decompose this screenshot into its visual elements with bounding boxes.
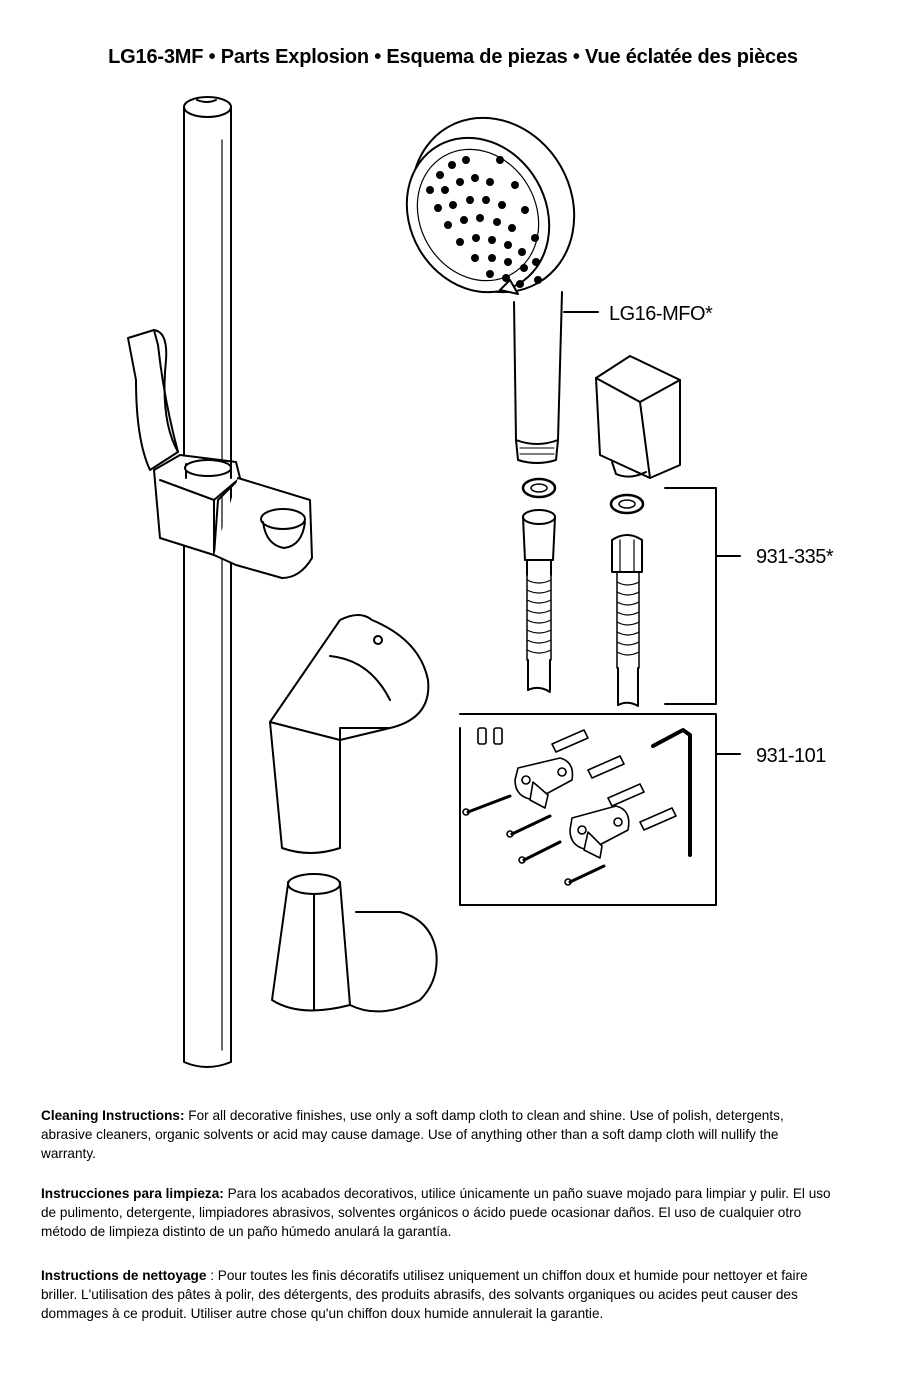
hose-right-end [611, 534, 643, 707]
wall-outlet-elbow [595, 355, 681, 479]
label-handshower: LG16-MFO* [609, 303, 713, 325]
cleaning-body-spanish: Para los acabados decorativos, utilice ú… [41, 1186, 831, 1240]
lower-wall-bracket [271, 873, 438, 1013]
upper-wall-bracket [269, 614, 430, 854]
slider-holder [127, 329, 313, 579]
cleaning-body-french: : Pour toutes les finis décoratifs utili… [41, 1268, 808, 1322]
hose-left-end [522, 509, 556, 693]
washer-right [609, 493, 645, 515]
slide-bar [183, 96, 232, 1068]
mounting-kit-bracket [459, 713, 717, 906]
mounting-kit-parts [462, 727, 692, 886]
cleaning-instructions-spanish: Instrucciones para limpieza: Para los ac… [41, 1184, 831, 1242]
cleaning-instructions-french: Instructions de nettoyage : Pour toutes … [41, 1266, 831, 1324]
label-hose: 931-335* [756, 546, 834, 568]
handshower-handle [513, 291, 563, 464]
cleaning-heading-english: Cleaning Instructions: [41, 1108, 185, 1123]
washer-left [521, 477, 557, 499]
cleaning-heading-french: Instructions de nettoyage [41, 1268, 207, 1283]
page-title: LG16-3MF • Parts Explosion • Esquema de … [108, 46, 798, 68]
cleaning-instructions-english: Cleaning Instructions: For all decorativ… [41, 1106, 831, 1164]
parts-explosion-diagram: LG16-MFO* 931-335* 931-101 [127, 96, 834, 1068]
cleaning-heading-spanish: Instrucciones para limpieza: [41, 1186, 224, 1201]
handshower-head [405, 116, 576, 295]
cleaning-body-english: For all decorative finishes, use only a … [41, 1108, 784, 1162]
hose-bracket [664, 487, 717, 705]
label-mounting-kit: 931-101 [756, 745, 826, 767]
